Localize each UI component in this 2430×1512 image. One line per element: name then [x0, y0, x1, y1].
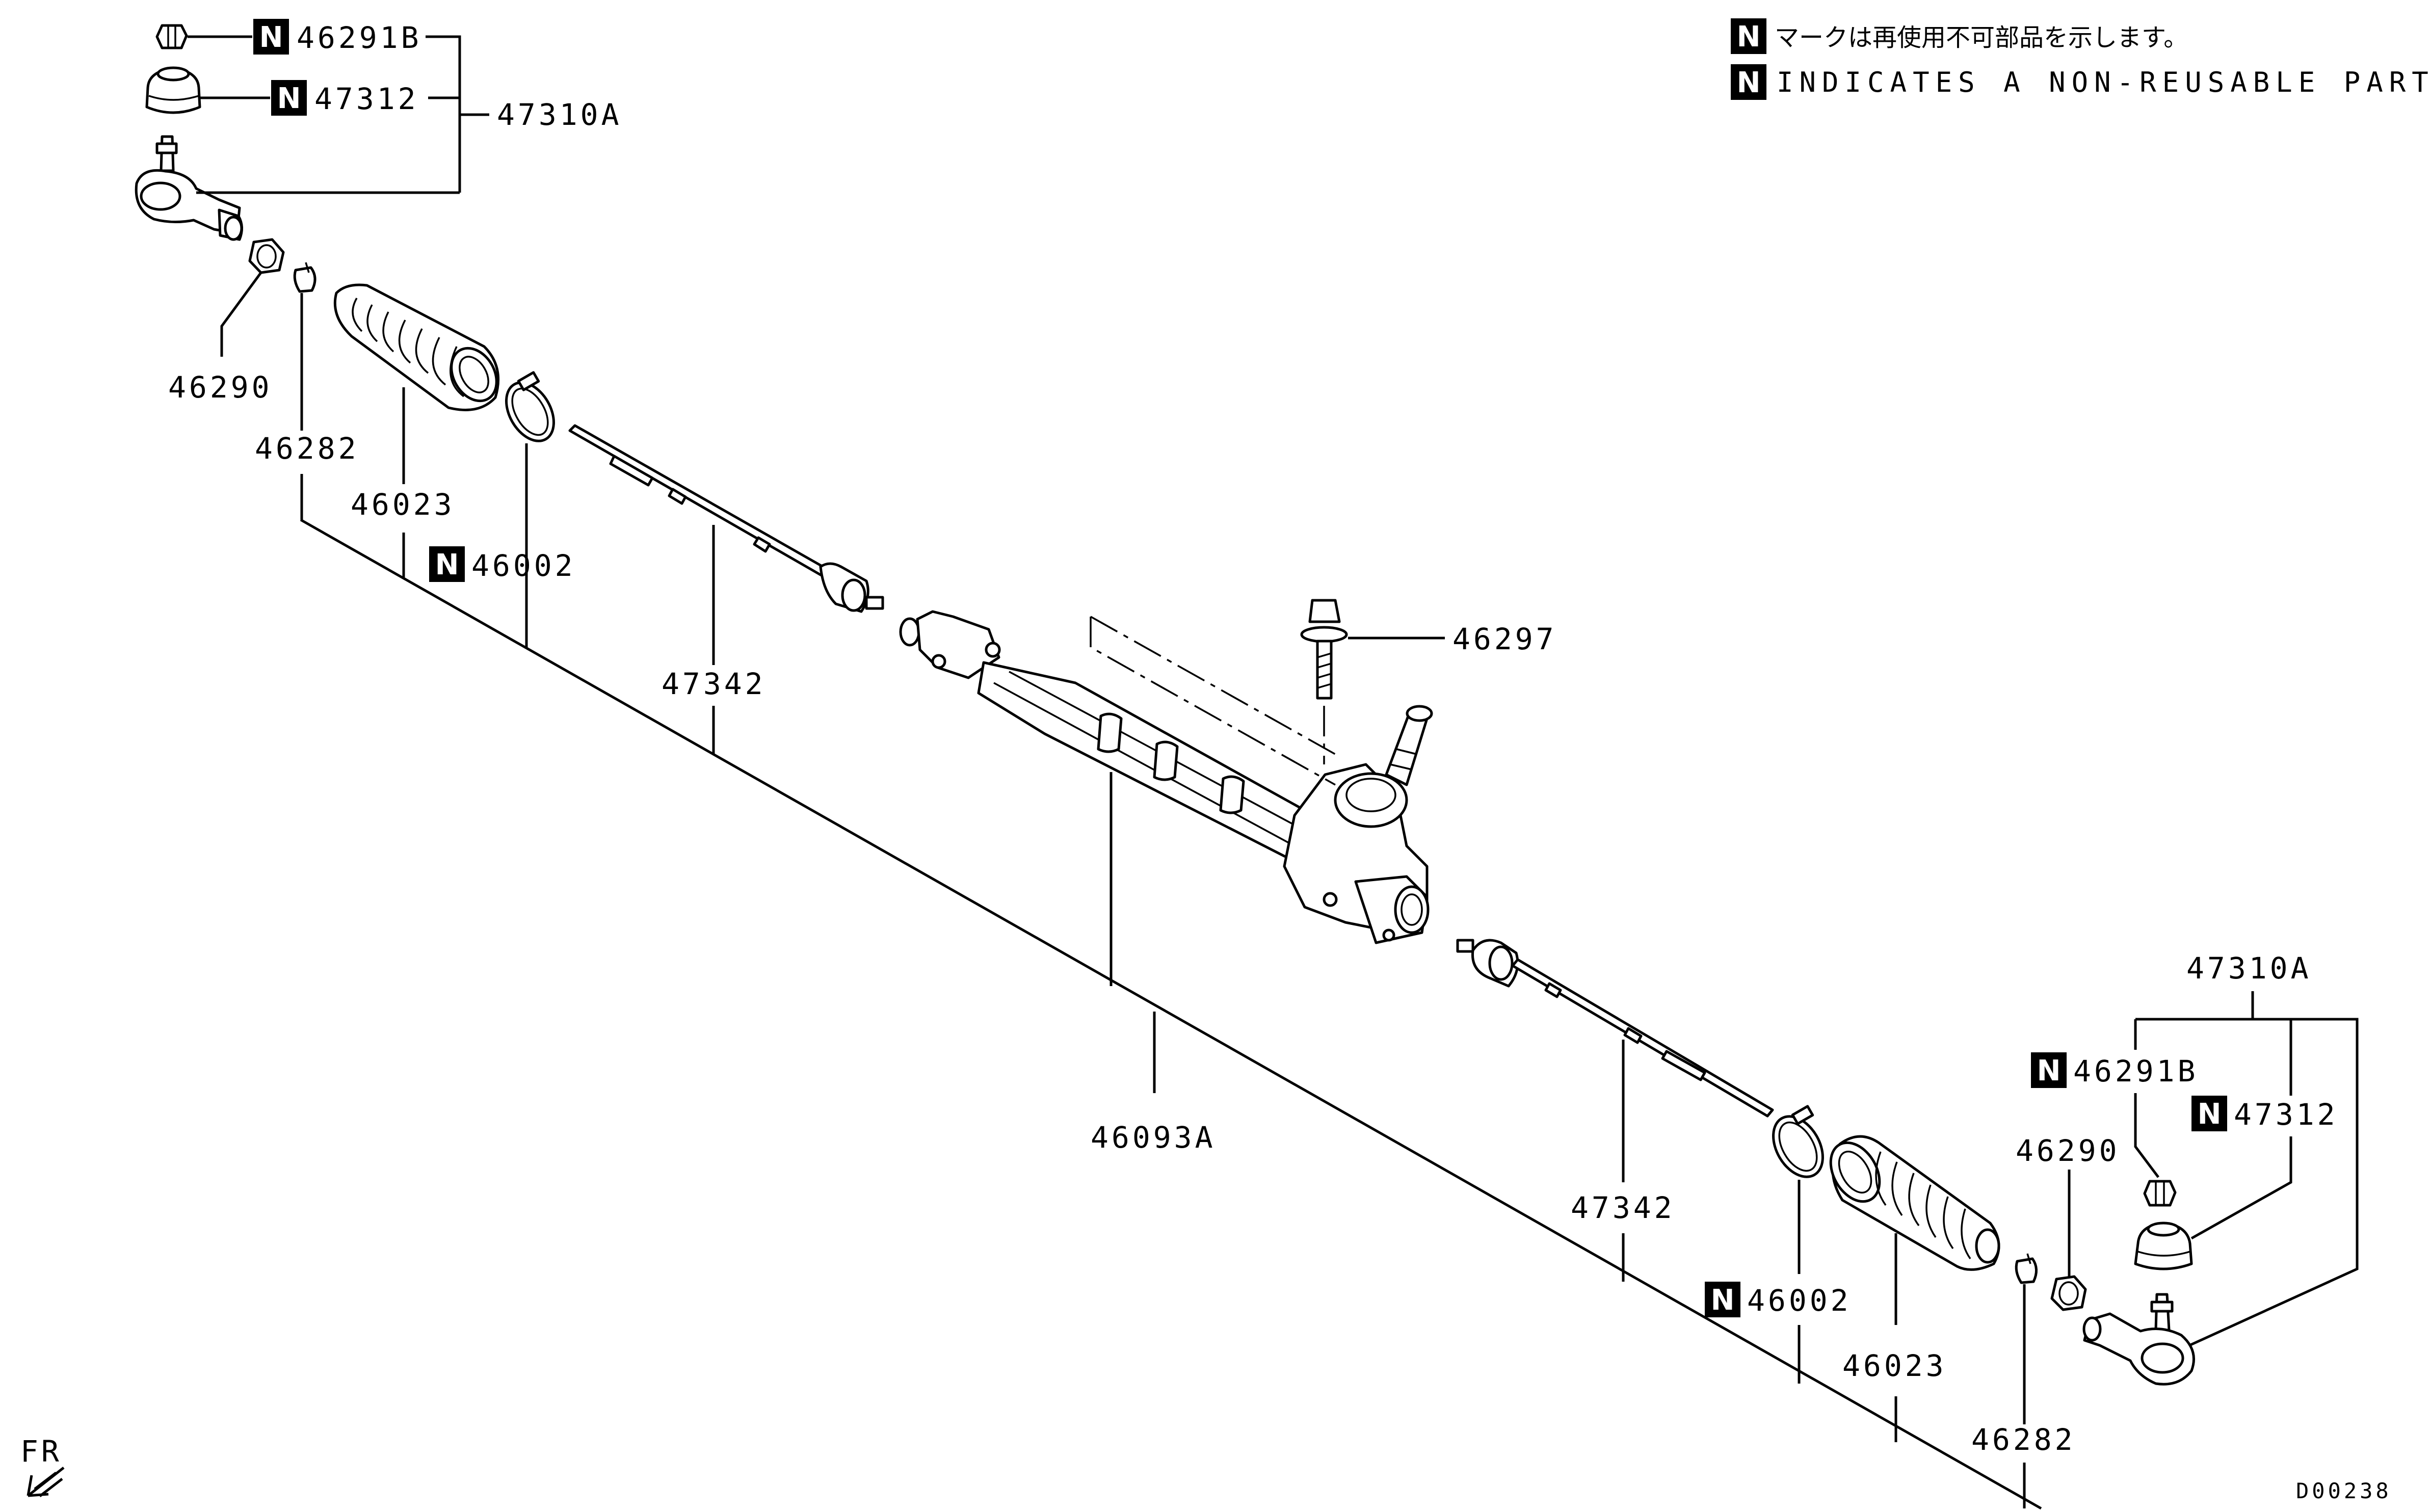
n-mark-badge	[1731, 18, 1766, 54]
n-mark-text: N	[2037, 1054, 2061, 1087]
part-label-46290: 46290	[168, 370, 273, 405]
front-direction-indicator: FR	[20, 1434, 65, 1497]
part-label-46282: 46282	[255, 431, 359, 466]
n-mark-badge	[271, 80, 307, 116]
leader-line	[2135, 1018, 2359, 1349]
dust-seal-icon	[2134, 1222, 2193, 1270]
part-label-47310A: 47310A	[497, 97, 622, 132]
legend-note-en: INDICATES A NON-REUSABLE PART.	[1777, 66, 2430, 98]
boot-band-icon	[1772, 1105, 1824, 1178]
bellows-boot-icon	[333, 283, 500, 411]
part-label-46297: 46297	[1452, 622, 1557, 656]
part-label-47342-right: 47342	[1571, 1190, 1675, 1225]
n-mark-badge	[1705, 1282, 1740, 1317]
leader-line	[2134, 1093, 2159, 1178]
boot-band-icon	[505, 371, 555, 442]
tie-rod-end-icon	[135, 135, 243, 241]
n-mark-text: N	[259, 21, 283, 54]
right-tie-rod-end-group: 47310A N 46291B N 47312	[2031, 951, 2359, 1386]
n-mark-text: N	[1737, 20, 1761, 54]
leader-base-line	[300, 518, 2042, 1510]
inner-tie-rod-icon	[568, 424, 884, 613]
n-mark-badge	[2191, 1096, 2227, 1131]
diagram-code: D00238	[2296, 1478, 2392, 1503]
lock-nut-icon	[2050, 1275, 2087, 1311]
legend: N マークは再使用不可部品を示します。 N INDICATES A NON-RE…	[1731, 18, 2430, 100]
n-mark-text: N	[1711, 1284, 1735, 1317]
bellows-boot-icon	[1829, 1135, 2000, 1271]
part-label-46290-right: 46290	[2016, 1133, 2120, 1168]
rack-housing-icon	[899, 610, 1433, 944]
mounting-bolt-group: 46297	[1300, 599, 1557, 764]
steering-gear-housing-group: 46093A	[899, 610, 1433, 1155]
lock-nut-icon	[248, 238, 285, 274]
reference-dash-line	[1090, 616, 1336, 755]
part-label-46282-right: 46282	[1971, 1422, 2076, 1457]
boot-clip-icon	[293, 262, 316, 293]
n-mark-badge	[1731, 64, 1766, 100]
n-mark-badge	[253, 19, 289, 55]
flange-bolt-icon	[1300, 599, 1348, 700]
castle-nut-icon	[2143, 1180, 2177, 1207]
n-mark-text: N	[2198, 1098, 2222, 1131]
right-clip-nut-group: 46282 46290	[1971, 1133, 2120, 1508]
part-label-46002: 46002	[471, 548, 576, 583]
n-mark-text: N	[277, 82, 301, 115]
right-inner-tie-rod-group: 47342	[1456, 939, 1774, 1282]
n-mark-text: N	[1737, 66, 1761, 99]
inner-tie-rod-icon	[1456, 939, 1774, 1118]
left-inner-tie-rod-group: 47342	[568, 424, 884, 754]
n-mark-badge	[429, 546, 465, 582]
part-label-47310A-right: 47310A	[2186, 951, 2312, 986]
leader-line	[2190, 1136, 2292, 1240]
part-label-46291B-right: 46291B	[2073, 1054, 2199, 1089]
reference-dash-line	[1090, 617, 1336, 786]
right-boot-band-group: N 46002	[1705, 1105, 1852, 1384]
part-label-47312-right: 47312	[2234, 1097, 2338, 1132]
part-label-46093A: 46093A	[1091, 1120, 1216, 1155]
castle-nut-icon	[155, 24, 188, 49]
n-mark-badge	[2031, 1052, 2067, 1088]
tie-rod-end-icon	[2082, 1293, 2195, 1386]
part-label-46291B: 46291B	[297, 20, 422, 55]
part-label-47342-left: 47342	[662, 667, 766, 701]
front-arrow-icon	[27, 1467, 65, 1497]
leader-line	[220, 272, 262, 357]
part-label-46023-right: 46023	[1842, 1348, 1947, 1383]
part-label-47312: 47312	[314, 82, 419, 116]
n-mark-text: N	[435, 548, 459, 581]
leader-line	[426, 35, 461, 193]
fr-label: FR	[20, 1434, 62, 1469]
boot-clip-icon	[2015, 1253, 2038, 1284]
legend-note-jp: マークは再使用不可部品を示します。	[1775, 23, 2188, 52]
part-label-46023: 46023	[351, 487, 455, 522]
part-label-46002-right: 46002	[1747, 1283, 1852, 1318]
right-bellows-boot-group: 46023	[1829, 1135, 2000, 1442]
left-tie-rod-end-group: N 46291B N 47312 47310A	[135, 19, 622, 647]
dust-seal-icon	[145, 66, 201, 114]
